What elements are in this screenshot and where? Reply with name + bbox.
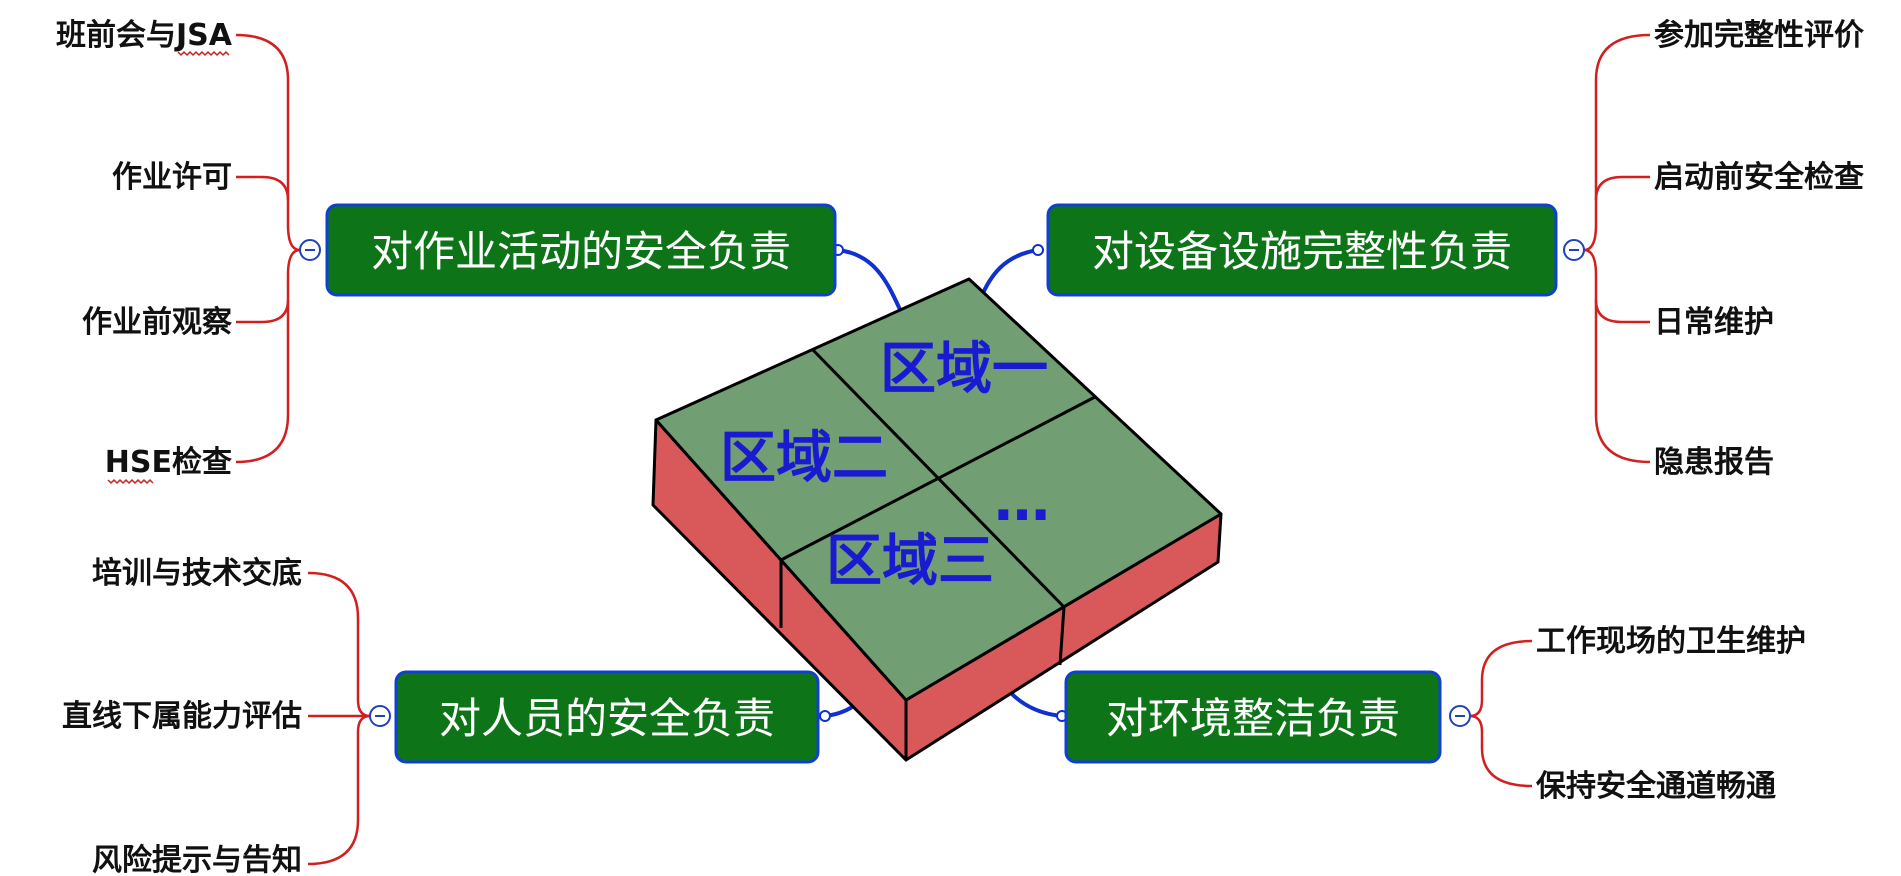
connector-dot-top-right (1032, 244, 1044, 256)
leaf-top-right-2: 启动前安全检查 (1654, 160, 1864, 195)
node-bottom-right[interactable] (1064, 670, 1442, 764)
brace-top-right-curve-3 (1594, 299, 1623, 324)
node-top-right[interactable] (1046, 203, 1558, 297)
node-top-left-label: 对作业活动的安全负责 (371, 227, 791, 276)
node-top-right-label: 对设备设施完整性负责 (1092, 227, 1512, 276)
leaf-top-left-1: 班前会与JSA (56, 18, 233, 53)
leaf-bottom-right-1: 工作现场的卫生维护 (1536, 624, 1806, 659)
leaf-top-left-3: 作业前观察 (82, 305, 233, 340)
zone-label-3: 区域三 (826, 529, 994, 594)
leaf-bottom-left-1: 培训与技术交底 (92, 556, 302, 591)
central-tile-block (651, 277, 1223, 762)
leaf-top-right-1: 参加完整性评价 (1654, 18, 1864, 53)
leaf-bottom-left-2: 直线下属能力评估 (62, 699, 302, 734)
tile-side-divider-right (1058, 606, 1066, 666)
brace-bottom-right (1469, 639, 1533, 788)
leaf-bottom-right-2: 保持安全通道畅通 (1536, 769, 1776, 804)
node-bottom-right-label: 对环境整洁负责 (1106, 694, 1400, 743)
brace-top-right-curve-2 (1594, 175, 1623, 201)
branch-top-right: 参加完整性评价 启动前安全检查 日常维护 隐患报告 对设备设施完整性负责 (1046, 18, 1864, 480)
brace-top-left (235, 33, 301, 464)
connector-top-right (978, 248, 1039, 301)
node-bottom-left-label: 对人员的安全负责 (439, 694, 775, 743)
connector-top-left (837, 248, 907, 321)
brace-top-right (1583, 33, 1651, 464)
brace-bottom-left (307, 571, 371, 866)
branch-bottom-left: 培训与技术交底 直线下属能力评估 风险提示与告知 对人员的安全负责 (62, 556, 820, 876)
branch-top-left: 班前会与JSA 作业许可 作业前观察 HSE检查 对作业活动的安全负责 (56, 18, 837, 485)
leaf-top-left-2: 作业许可 (112, 160, 232, 195)
branch-bottom-right: 工作现场的卫生维护 保持安全通道畅通 对环境整洁负责 (1064, 624, 1806, 804)
connector-dot-bottom-left (819, 710, 831, 722)
zone-label-2: 区域二 (720, 426, 888, 491)
tile-top (654, 277, 1223, 702)
node-top-left[interactable] (325, 203, 837, 297)
leaf-top-left-4: HSE检查 (105, 445, 232, 480)
tile-divider-b (780, 395, 1096, 562)
spellcheck-underline-jsa (177, 50, 230, 57)
leaf-top-right-3: 日常维护 (1654, 305, 1774, 340)
leaf-top-right-4: 隐患报告 (1654, 445, 1774, 480)
spellcheck-underline-hse (107, 478, 154, 485)
brace-top-left-curve-2 (261, 175, 290, 201)
leaf-bottom-left-3: 风险提示与告知 (92, 843, 302, 876)
zone-label-1: 区域一 (880, 337, 1048, 402)
node-bottom-left[interactable] (394, 670, 820, 764)
zone-label-ellipsis: … (994, 469, 1050, 534)
brace-top-left-curve-3 (261, 299, 290, 324)
